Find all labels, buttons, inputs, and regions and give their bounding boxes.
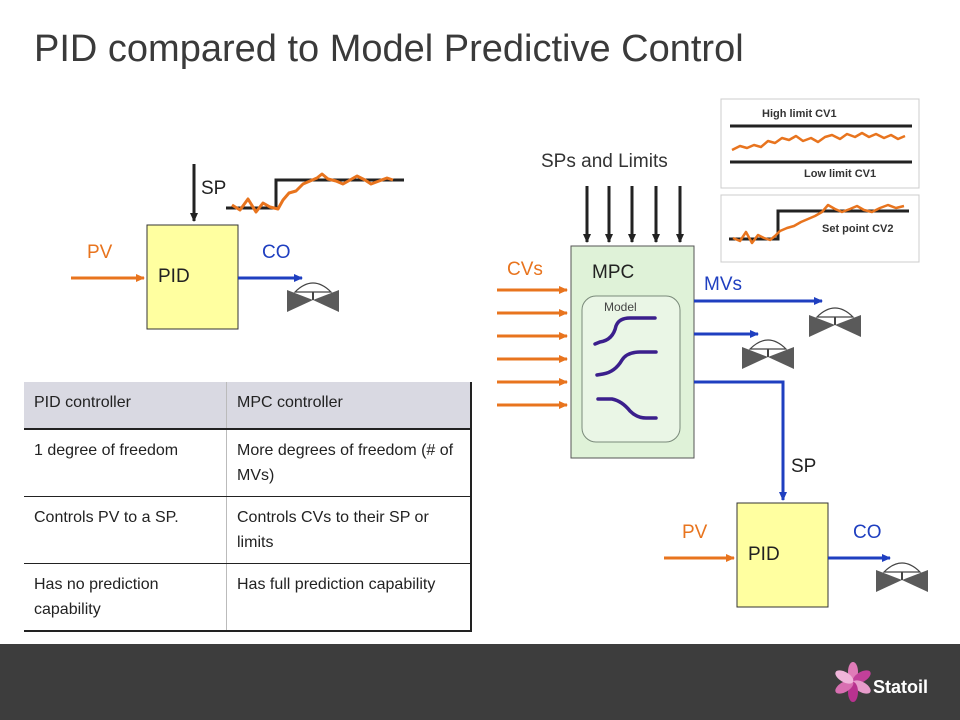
table-cell: More degrees of freedom (# of MVs) bbox=[226, 429, 471, 497]
lower-co-label: CO bbox=[853, 522, 882, 543]
statoil-logo-text: Statoil bbox=[873, 677, 929, 697]
table-cell: 1 degree of freedom bbox=[24, 429, 227, 497]
lower-valve-icon bbox=[876, 562, 928, 592]
table-header-row: PID controller MPC controller bbox=[24, 382, 471, 430]
lower-pv-label: PV bbox=[682, 522, 708, 543]
left-co-label: CO bbox=[262, 242, 291, 263]
table-row: Controls PV to a SP. Controls CVs to the… bbox=[24, 496, 471, 564]
sp-limit-arrows bbox=[583, 186, 684, 243]
table-header-cell: MPC controller bbox=[226, 382, 471, 430]
left-pv-label: PV bbox=[87, 242, 113, 263]
lower-pid-box bbox=[736, 502, 829, 608]
left-sp-label: SP bbox=[201, 178, 226, 199]
high-limit-label: High limit CV1 bbox=[762, 108, 837, 120]
mv-output-arrows bbox=[694, 297, 823, 501]
lower-sp-label: SP bbox=[791, 456, 816, 477]
mv-valve-2-icon bbox=[742, 339, 794, 369]
sps-limits-label: SPs and Limits bbox=[541, 151, 668, 172]
table-row: Has no prediction capability Has full pr… bbox=[24, 563, 471, 632]
cvs-label: CVs bbox=[507, 259, 543, 280]
table-cell: Has no prediction capability bbox=[24, 563, 227, 632]
model-box bbox=[581, 295, 681, 443]
table-row: 1 degree of freedom More degrees of free… bbox=[24, 429, 471, 497]
left-pid-label: PID bbox=[158, 266, 190, 287]
cv-input-arrows bbox=[497, 286, 568, 409]
setpoint-inset-panel: Set point CV2 bbox=[720, 194, 920, 263]
left-valve-icon bbox=[287, 282, 339, 312]
page-title: PID compared to Model Predictive Control bbox=[34, 28, 744, 70]
footer-bar bbox=[0, 644, 960, 720]
mv-valve-1-icon bbox=[809, 307, 861, 337]
left-sp-trend bbox=[226, 172, 404, 214]
table-cell: Controls PV to a SP. bbox=[24, 496, 227, 564]
lower-pid-loop: PID PV CO bbox=[664, 502, 928, 608]
model-label: Model bbox=[604, 300, 637, 314]
comparison-table: PID controller MPC controller 1 degree o… bbox=[24, 382, 472, 632]
left-pid-loop: SP PID PV CO bbox=[71, 164, 404, 330]
table-cell: Controls CVs to their SP or limits bbox=[226, 496, 471, 564]
limits-inset-panel: High limit CV1 Low limit CV1 bbox=[720, 98, 920, 189]
low-limit-label: Low limit CV1 bbox=[804, 168, 876, 180]
table-cell: Has full prediction capability bbox=[226, 563, 471, 632]
statoil-logo-icon bbox=[835, 662, 871, 702]
mpc-diagram: SPs and Limits MPC Model CVs MVs bbox=[497, 151, 861, 501]
mvs-label: MVs bbox=[704, 274, 742, 295]
diagram-canvas: SP PID PV CO SPs and Limits MPC Model bbox=[71, 98, 928, 608]
mpc-label: MPC bbox=[592, 262, 634, 283]
set-point-label: Set point CV2 bbox=[822, 223, 894, 235]
table-header-cell: PID controller bbox=[24, 382, 227, 430]
lower-pid-label: PID bbox=[748, 544, 780, 565]
model-step-responses bbox=[593, 316, 658, 420]
